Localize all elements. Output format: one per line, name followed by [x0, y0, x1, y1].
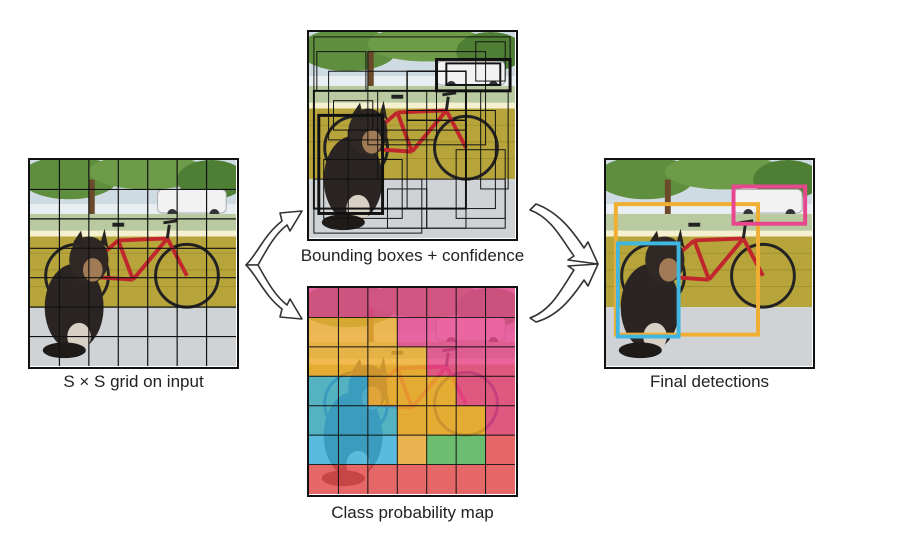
class-probability-map	[309, 288, 515, 494]
arrow-down-right-icon	[245, 264, 303, 320]
final-detections-image	[606, 160, 812, 366]
arrow-merge-bottom-icon	[529, 263, 599, 323]
detection-box-car	[731, 184, 808, 226]
split-arrows	[245, 210, 303, 320]
class-probability-panel	[307, 286, 518, 497]
input-grid-image	[30, 160, 236, 366]
input-caption: S × S grid on input	[63, 372, 204, 391]
detection-box-dog	[615, 241, 681, 339]
bounding-boxes-image	[309, 32, 515, 238]
bounding-boxes-panel	[307, 30, 518, 241]
arrow-up-right-icon	[245, 210, 303, 266]
input-image-panel	[28, 158, 239, 369]
detection-box-bicycle	[613, 202, 761, 337]
merge-arrows	[529, 203, 599, 323]
arrow-merge-top-icon	[529, 203, 599, 265]
final-caption: Final detections	[649, 372, 770, 391]
bounding-boxes-caption: Bounding boxes + confidence	[300, 246, 525, 265]
class-map-caption: Class probability map	[331, 503, 494, 522]
final-detections-panel	[604, 158, 815, 369]
